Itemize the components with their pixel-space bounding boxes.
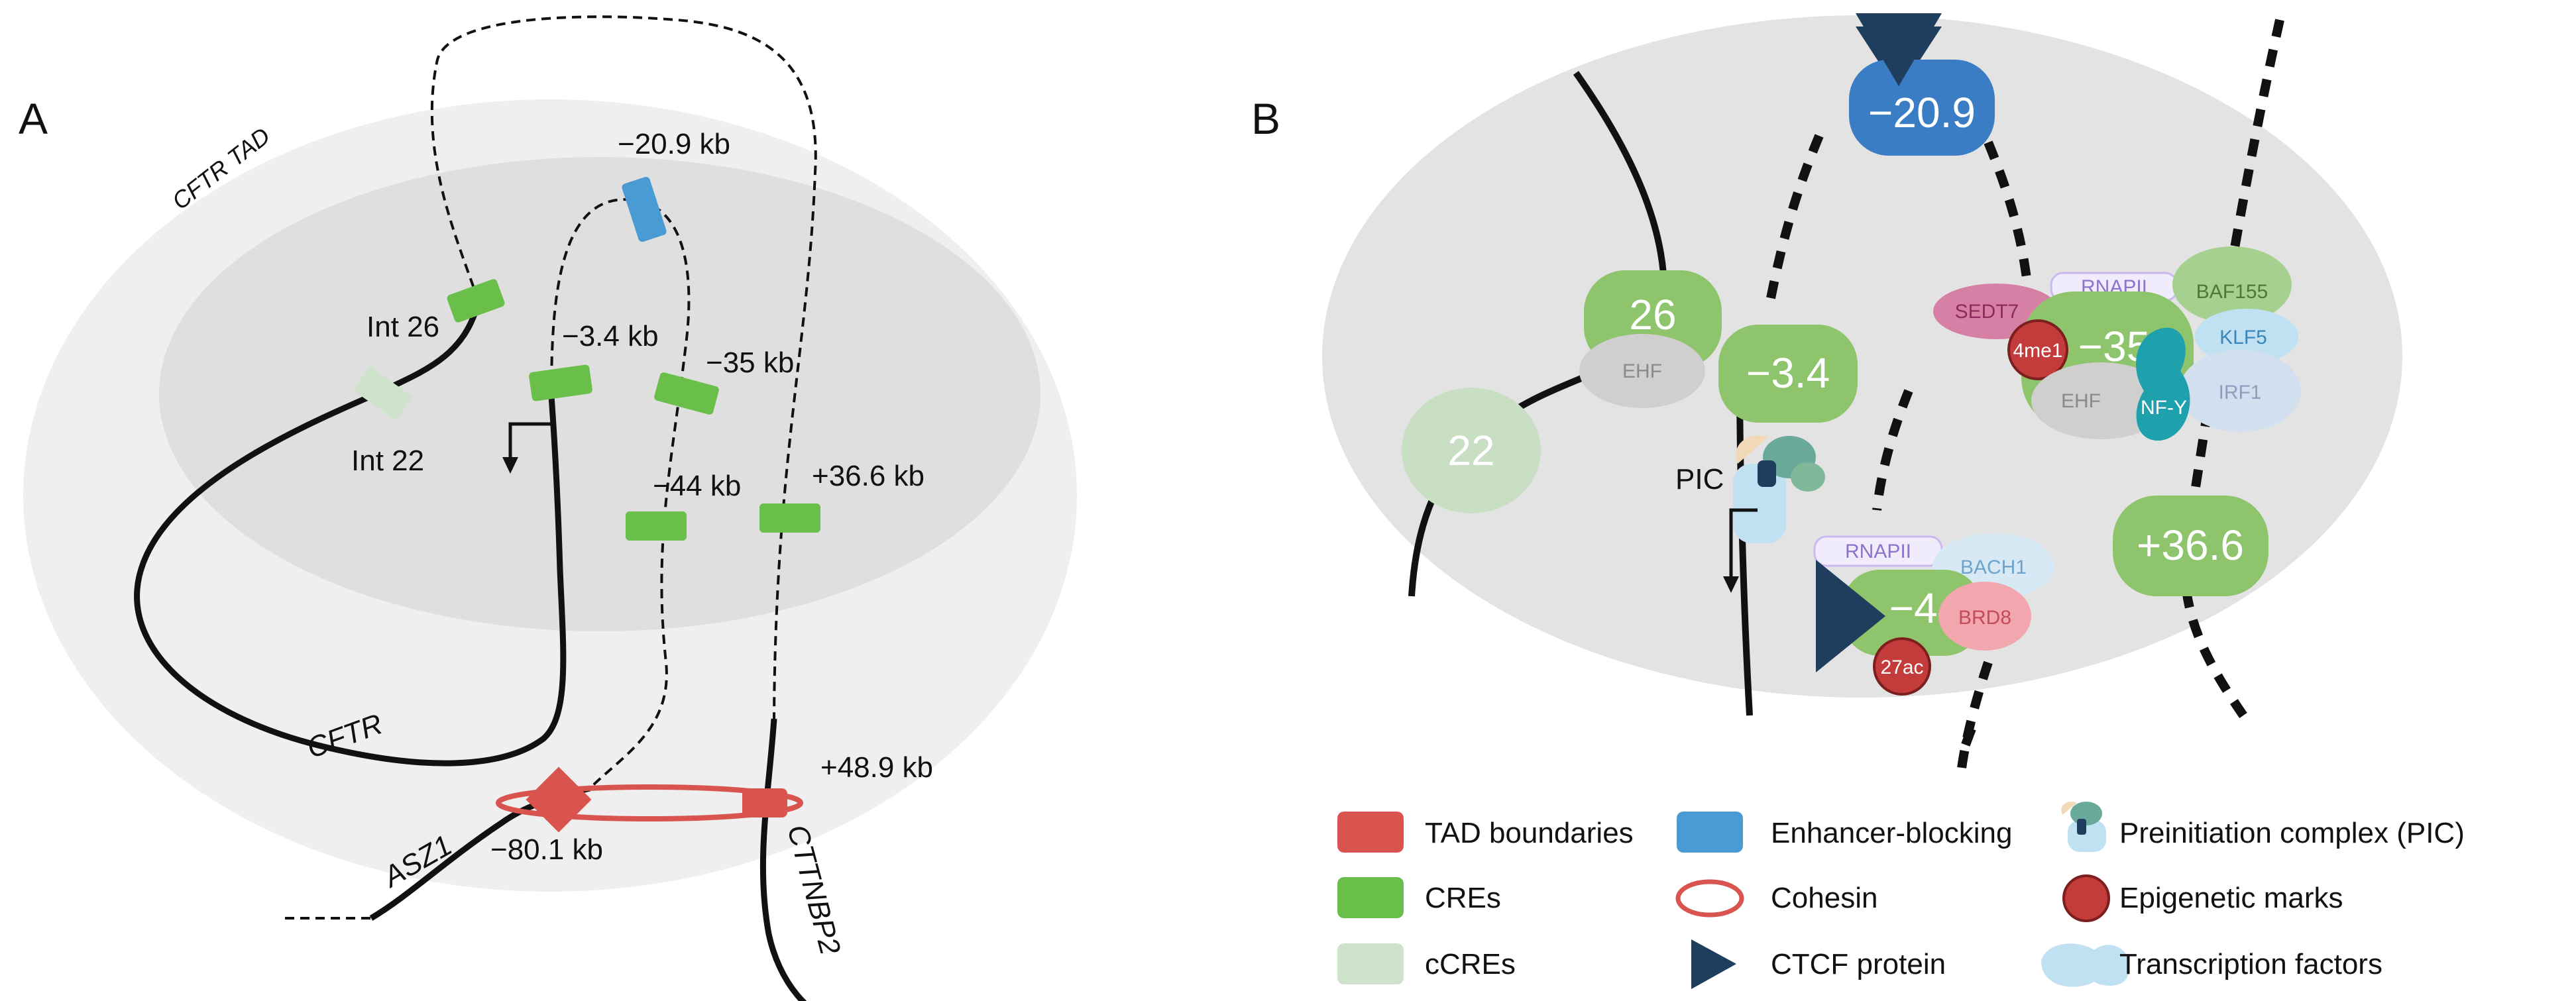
tf-ehf-26 bbox=[1579, 334, 1705, 408]
element-plus36-6 bbox=[2113, 496, 2268, 596]
legend-item: Epigenetic marks bbox=[2062, 874, 2343, 922]
ccre-int22 bbox=[354, 368, 412, 419]
label-ehf-26: EHF bbox=[1622, 360, 1662, 382]
panel-a: A CFTR TAD bbox=[19, 15, 1077, 1001]
label-plus48-9: +48.9 kb bbox=[820, 751, 933, 784]
element-minus3-4 bbox=[1718, 325, 1858, 423]
tf-irf1 bbox=[2179, 350, 2301, 432]
legend-label: CREs bbox=[1425, 882, 1501, 914]
label-b-26: 26 bbox=[1629, 291, 1676, 339]
label-ehf-35: EHF bbox=[2061, 390, 2101, 412]
cre-minus3-4 bbox=[529, 364, 592, 401]
green-rectangle-icon bbox=[1337, 877, 1404, 918]
legend-label: Enhancer-blocking bbox=[1771, 817, 2012, 849]
legend-item: TAD boundaries bbox=[1337, 812, 1634, 853]
tss-arrow-a bbox=[502, 422, 555, 474]
panel-b: B −20.9 26 EHF 22 bbox=[1251, 13, 2402, 769]
blue-rectangle-icon bbox=[1677, 812, 1743, 853]
enhancer-blocking-element bbox=[622, 177, 667, 242]
tad-boundary-right bbox=[742, 788, 787, 817]
pic-complex-icon bbox=[2061, 802, 2106, 852]
label-minus44: −44 kb bbox=[653, 470, 741, 502]
tf-baf155 bbox=[2172, 246, 2292, 323]
tad-boundary-left bbox=[526, 766, 592, 833]
label-pic: PIC bbox=[1675, 463, 1724, 496]
label-nfy: NF-Y bbox=[2141, 397, 2187, 419]
label-minus20-9: −20.9 kb bbox=[618, 128, 730, 160]
legend-item: Preinitiation complex (PIC) bbox=[2061, 802, 2465, 852]
label-plus36-6: +36.6 kb bbox=[812, 460, 924, 492]
legend-item: CTCF protein bbox=[1691, 939, 1946, 989]
inner-domain-ellipse bbox=[159, 157, 1040, 631]
cre-int26 bbox=[447, 279, 505, 323]
chromatin-dashed bbox=[285, 15, 817, 920]
red-circle-icon bbox=[2062, 874, 2110, 922]
ctcf-bottom-icon bbox=[1816, 560, 1885, 672]
label-cttnbp2: CTTNBP2 bbox=[781, 821, 846, 958]
blue-blob-icon bbox=[2041, 943, 2129, 987]
label-brd8: BRD8 bbox=[1958, 607, 2011, 629]
panel-b-letter: B bbox=[1251, 94, 1280, 143]
label-b-minus20-9: −20.9 bbox=[1868, 89, 1976, 136]
legend-label: Preinitiation complex (PIC) bbox=[2119, 817, 2465, 849]
legend-item: CREs bbox=[1337, 877, 1501, 918]
pic-complex-icon bbox=[1733, 435, 1825, 543]
element-22 bbox=[1402, 388, 1541, 513]
label-rnapii-bottom: RNAPII bbox=[1845, 541, 1911, 562]
element-minus20-9 bbox=[1849, 60, 1995, 156]
label-b-minus3-4: −3.4 bbox=[1746, 349, 1830, 397]
label-int22: Int 22 bbox=[351, 445, 424, 477]
label-b-22: 22 bbox=[1447, 427, 1494, 474]
label-b-plus36-6: +36.6 bbox=[2137, 521, 2244, 569]
cohesin-ring bbox=[496, 784, 803, 821]
label-4me1: 4me1 bbox=[2013, 340, 2062, 362]
label-minus80-1: −80.1 kb bbox=[490, 833, 603, 866]
label-baf155: BAF155 bbox=[2196, 281, 2268, 303]
label-klf5: KLF5 bbox=[2219, 327, 2267, 348]
panel-a-letter: A bbox=[19, 94, 48, 143]
legend-label: Transcription factors bbox=[2119, 948, 2382, 980]
tf-brd8 bbox=[1938, 582, 2031, 651]
label-bach1: BACH1 bbox=[1960, 556, 2027, 578]
epigenetic-mark-4me1 bbox=[2007, 319, 2068, 380]
label-irf1: IRF1 bbox=[2218, 382, 2261, 403]
pale-green-rectangle-icon bbox=[1337, 943, 1404, 984]
red-ring-icon bbox=[1675, 879, 1744, 918]
label-27ac: 27ac bbox=[1880, 657, 1923, 678]
legend-label: TAD boundaries bbox=[1425, 817, 1634, 849]
legend-item: cCREs bbox=[1337, 943, 1516, 984]
tf-nfy bbox=[2136, 327, 2190, 441]
legend-label: Epigenetic marks bbox=[2119, 882, 2343, 914]
label-minus3-4: −3.4 kb bbox=[562, 320, 659, 352]
legend-item: Enhancer-blocking bbox=[1677, 812, 2012, 853]
cre-plus36-6 bbox=[759, 503, 820, 533]
epigenetic-mark-27ac bbox=[1873, 637, 1931, 696]
legend-item: Cohesin bbox=[1675, 879, 1877, 918]
tss-arrow-b bbox=[1723, 508, 1758, 593]
tf-klf5 bbox=[2195, 309, 2298, 364]
ctcf-top-overlay-icon bbox=[1856, 13, 1942, 86]
label-sedt7: SEDT7 bbox=[1955, 301, 2019, 323]
navy-triangle-icon bbox=[1691, 939, 1736, 989]
legend-label: Cohesin bbox=[1771, 882, 1877, 914]
legend: TAD boundaries CREs cCREs Enhancer-block… bbox=[1337, 802, 2465, 989]
tf-ehf-35 bbox=[2031, 362, 2170, 439]
label-minus35: −35 kb bbox=[706, 346, 794, 379]
cre-minus35 bbox=[654, 372, 719, 415]
label-int26: Int 26 bbox=[366, 311, 439, 343]
legend-item: Transcription factors bbox=[2041, 943, 2382, 987]
legend-label: CTCF protein bbox=[1771, 948, 1946, 980]
red-rectangle-icon bbox=[1337, 812, 1404, 853]
legend-label: cCREs bbox=[1425, 948, 1516, 980]
cre-minus44 bbox=[626, 511, 687, 541]
